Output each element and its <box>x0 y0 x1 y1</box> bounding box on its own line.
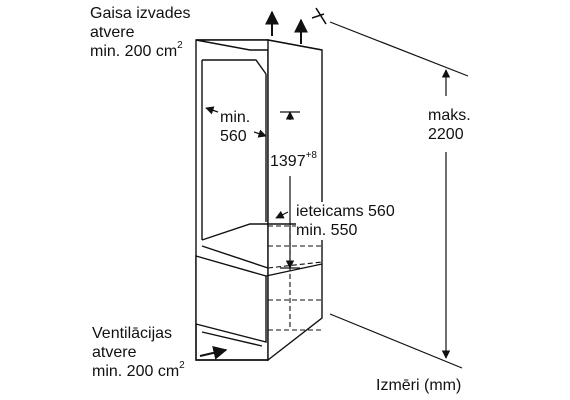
ventilation-arrow <box>199 346 228 360</box>
niche-height-sup: +8 <box>305 149 317 161</box>
ventilation-line2: atvere <box>92 344 137 361</box>
niche-height-label: 1397+8 <box>270 149 317 171</box>
cabinet-outline <box>195 39 323 362</box>
min-width-line1: min. <box>220 109 251 126</box>
air-outlet-sup: 2 <box>177 39 183 51</box>
max-height-dimension <box>329 21 469 369</box>
air-outlet-line2: atvere <box>90 24 135 41</box>
depth-label: ieteicams 560 min. 550 <box>296 202 395 240</box>
depth-line1: ieteicams 560 <box>296 203 395 220</box>
units-label: Izmēri (mm) <box>376 377 462 394</box>
width-dimension <box>205 106 267 138</box>
air-outlet-line1: Gaisa izvades <box>90 5 191 22</box>
break-symbol <box>311 7 327 25</box>
max-height-line1: maks. <box>428 107 471 124</box>
min-width-line2: 560 <box>220 128 247 145</box>
ventilation-label: Ventilācijas atvere min. 200 cm2 <box>92 324 185 381</box>
niche-height-value: 1397 <box>270 153 306 170</box>
max-height-label: maks. 2200 <box>428 106 471 144</box>
max-height-line2: 2200 <box>428 126 464 143</box>
ventilation-line3: min. 200 cm <box>92 363 180 380</box>
air-outlet-label: Gaisa izvades atvere min. 200 cm2 <box>90 4 191 61</box>
min-width-label: min. 560 <box>220 108 250 146</box>
depth-dimension <box>275 210 289 219</box>
air-outlet-line3: min. 200 cm <box>90 43 178 60</box>
niche-height-dimension <box>280 111 300 269</box>
air-outlet-arrows <box>265 10 308 44</box>
ventilation-line1: Ventilācijas <box>92 325 173 342</box>
depth-line2: min. 550 <box>296 222 358 239</box>
ventilation-sup: 2 <box>179 359 185 371</box>
